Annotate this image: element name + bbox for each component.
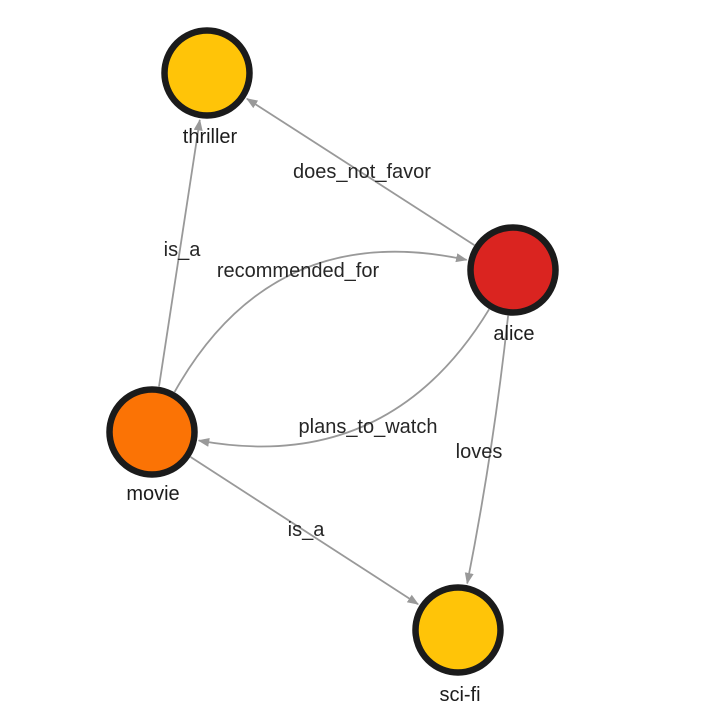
edge-label-recommended_for: recommended_for — [217, 260, 380, 282]
edge-labels-layer: does_not_favor is_a recommended_for plans_t… — [164, 161, 503, 541]
node-label-thriller: thriller — [183, 126, 238, 148]
edge-label-is_a: is_a — [288, 519, 326, 541]
edge-label-is_a: is_a — [164, 239, 202, 261]
edge-label-loves: loves — [456, 441, 503, 463]
edge-alice-sci-fi — [464, 315, 509, 585]
edges-layer — [158, 97, 509, 605]
edge-movie-sci-fi — [190, 456, 419, 605]
edge-label-plans_to_watch: plans_to_watch — [299, 416, 438, 438]
node-labels-layer: thriller alice movie sci-fi — [126, 126, 534, 706]
edge-alice-thriller — [246, 97, 475, 246]
edge-alice-movie — [197, 308, 490, 448]
node-thriller[interactable] — [161, 27, 253, 119]
node-alice[interactable] — [467, 224, 559, 316]
edge-label-does_not_favor: does_not_favor — [293, 161, 431, 183]
node-movie[interactable] — [106, 386, 198, 478]
node-sci-fi[interactable] — [412, 584, 504, 676]
nodes-layer — [106, 27, 559, 676]
node-label-sci-fi: sci-fi — [439, 684, 480, 706]
edge-movie-alice — [173, 250, 468, 393]
node-label-movie: movie — [126, 483, 179, 505]
node-label-alice: alice — [493, 323, 534, 345]
edge-movie-thriller — [158, 119, 203, 387]
